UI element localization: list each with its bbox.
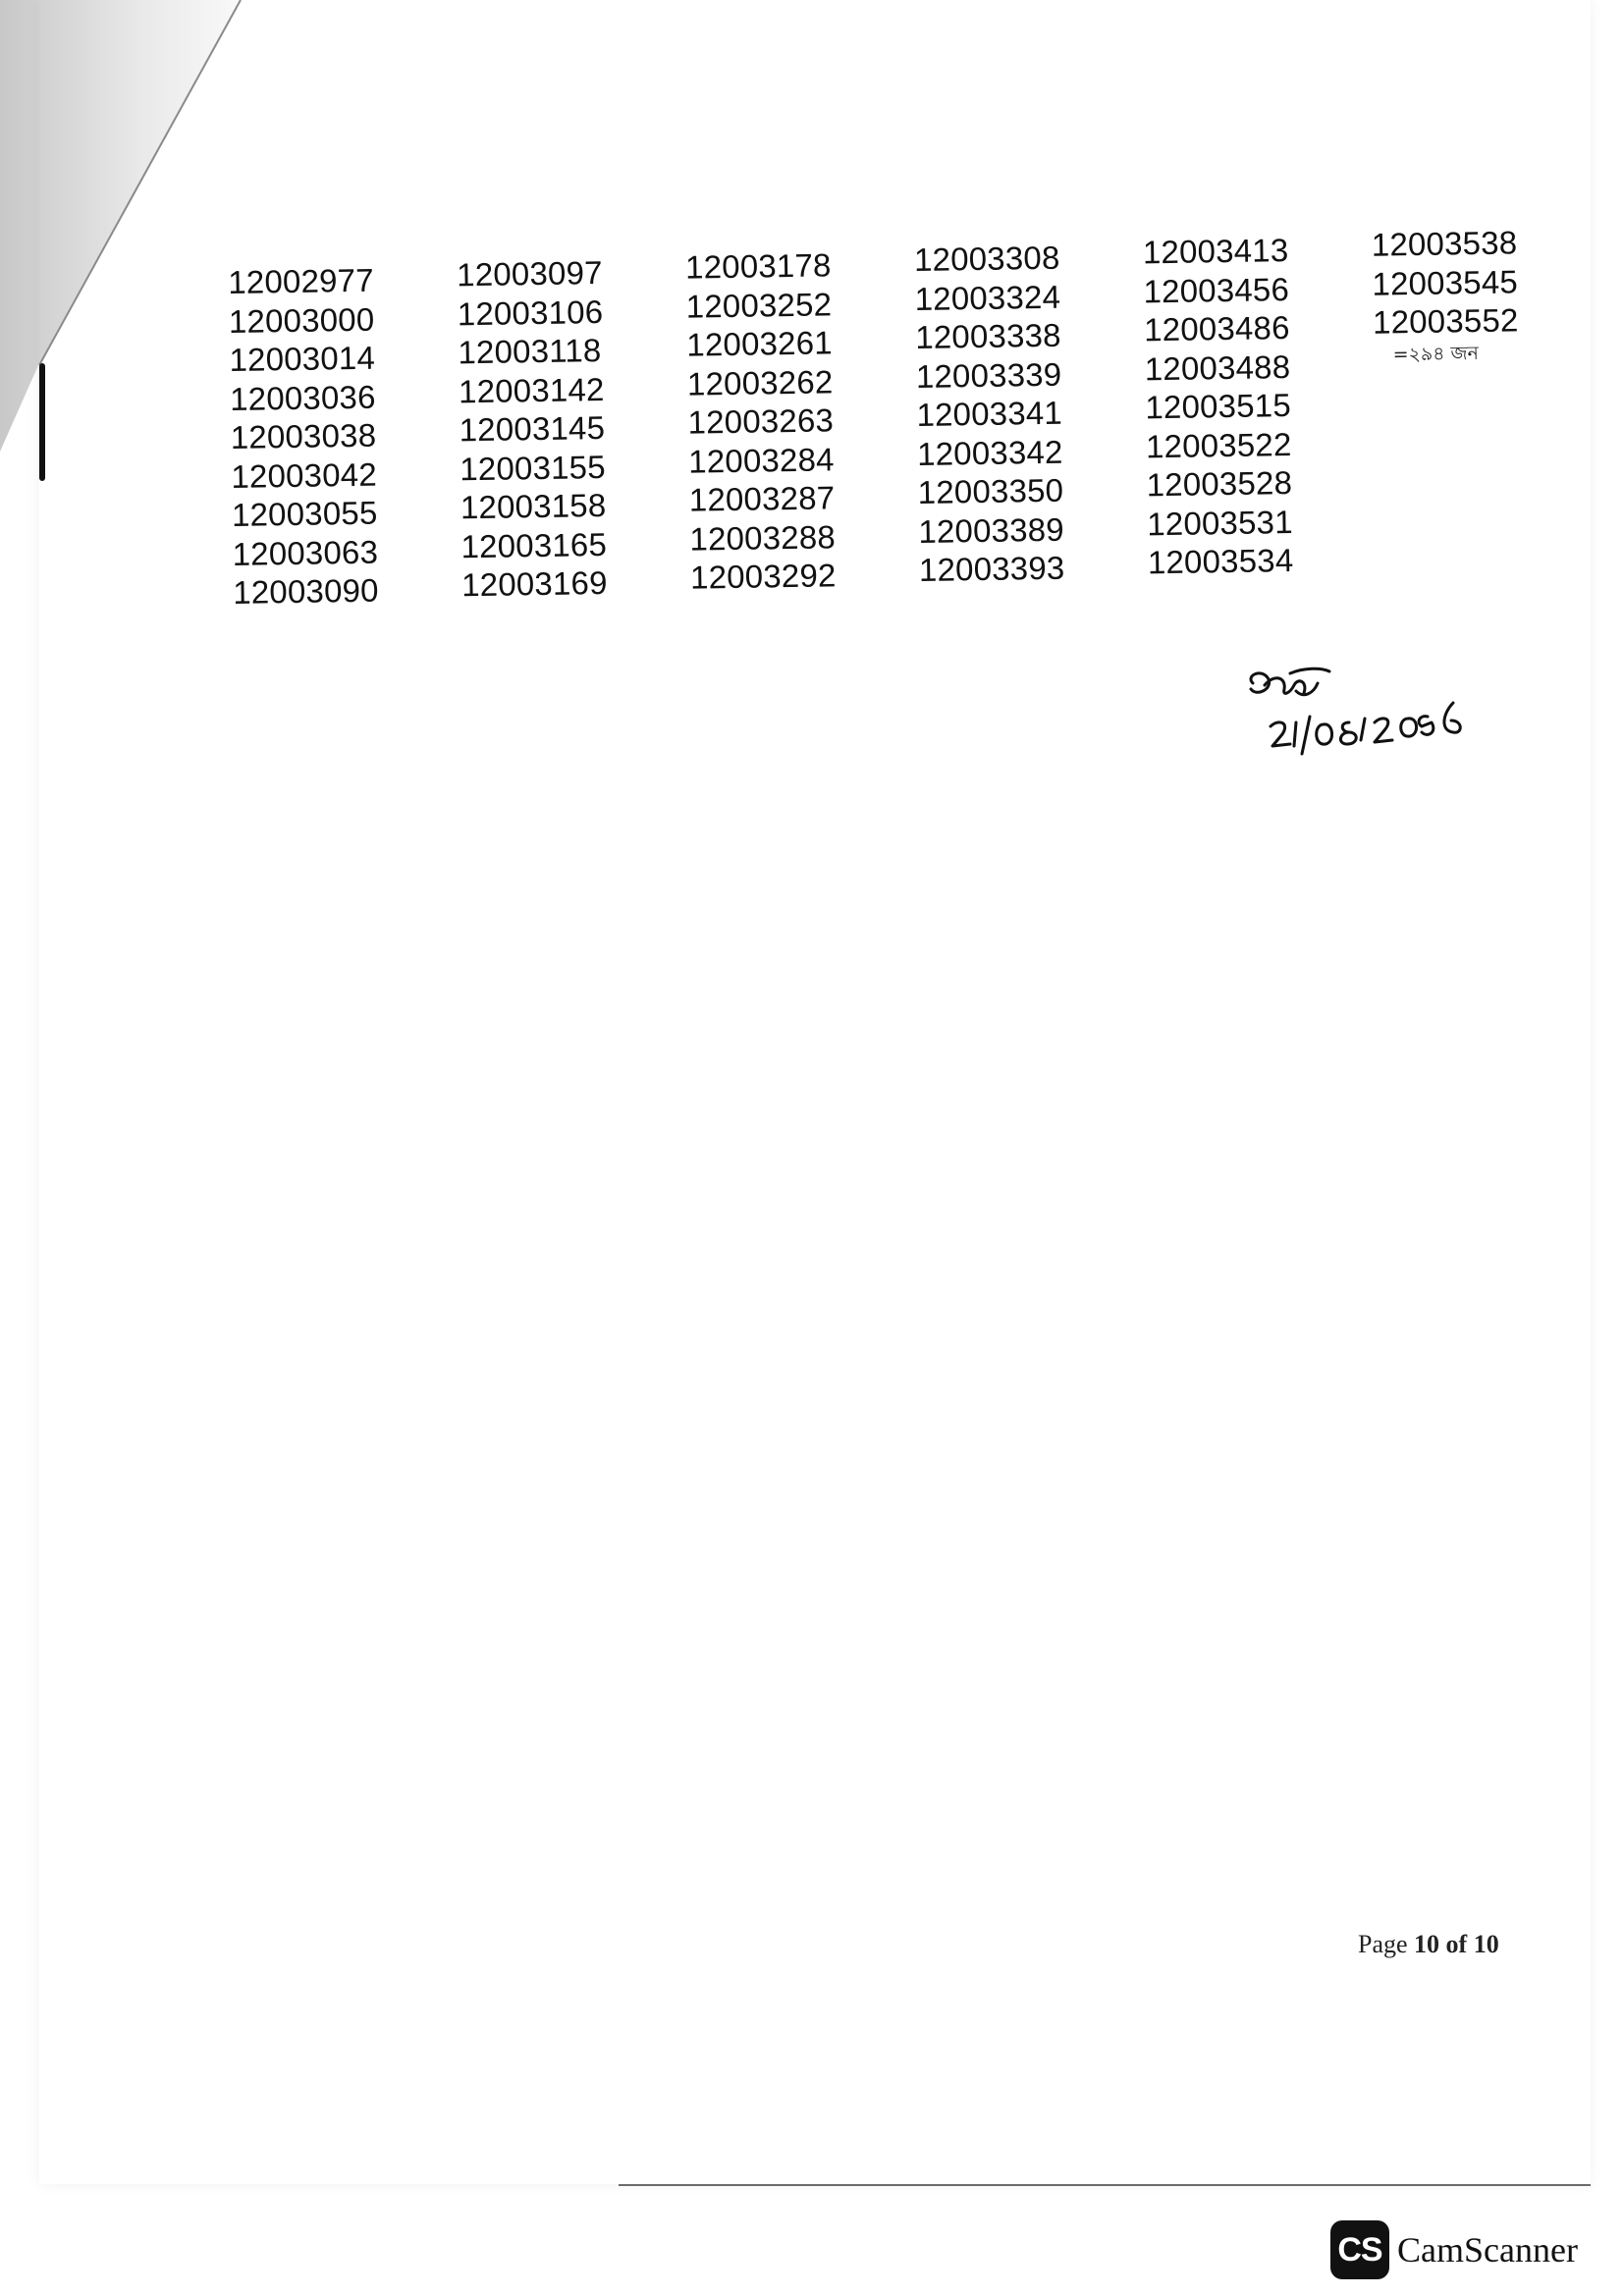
roll-number: 12003339 [915,355,1062,395]
page-number-label: Page 10 of 10 [1358,1930,1499,1959]
roll-number: 12003338 [914,316,1061,356]
roll-number: 12003252 [685,285,833,325]
roll-number: 12003284 [687,440,835,480]
roll-number: 12003308 [913,239,1060,279]
roll-number: 12003522 [1145,425,1292,464]
folded-corner-shadow [0,0,242,452]
roll-number: 12003261 [686,324,834,363]
roll-number: 12002977 [228,261,375,300]
roll-number: 12003413 [1142,232,1289,271]
roll-number: 12003142 [458,370,605,409]
page-label-total: 10 [1473,1930,1499,1958]
roll-number: 12003155 [460,448,607,487]
roll-number: 12003292 [689,557,837,596]
roll-number: 12003545 [1372,262,1519,302]
roll-number: 12003118 [458,332,602,371]
roll-number: 12003324 [914,278,1061,317]
roll-number: 12003000 [228,300,375,340]
handwritten-signature [1249,667,1462,756]
roll-number: 12003538 [1371,224,1518,263]
roll-number: 12003178 [684,246,832,286]
roll-number: 12003158 [460,486,607,526]
roll-number: 12003515 [1145,387,1292,426]
roll-number: 12003287 [688,479,836,518]
document-page [39,0,1591,2184]
roll-number: 12003488 [1144,347,1291,387]
roll-number: 12003342 [916,433,1063,472]
page-edge-shadow [39,363,45,481]
roll-number: 12003042 [231,455,378,495]
roll-number: 12003350 [917,471,1064,510]
roll-number: 12003486 [1143,309,1290,348]
roll-number: 12003456 [1143,270,1290,309]
page-bottom-edge [619,2184,1591,2186]
roll-number: 12003090 [232,571,379,611]
roll-number: 12003341 [916,394,1063,433]
roll-number: 12003036 [229,378,376,417]
roll-number: 12003063 [232,533,379,572]
roll-number: 12003014 [229,339,376,378]
roll-number: 12003531 [1146,503,1293,542]
total-count-note: =২৯৪ জন [1392,342,1480,365]
page-label-prefix: Page [1358,1930,1415,1958]
roll-number: 12003097 [456,254,603,294]
roll-number: 12003169 [460,563,608,604]
roll-number: 12003534 [1147,541,1294,581]
roll-number: 12003528 [1146,464,1293,504]
roll-number: 12003263 [687,401,835,441]
roll-number: 12003552 [1372,301,1519,341]
roll-number: 12003165 [460,525,608,564]
roll-number: 12003106 [457,293,604,332]
roll-number: 12003038 [230,416,377,455]
roll-number: 12003145 [459,408,606,449]
page-label-middle: of [1439,1930,1474,1958]
camscanner-watermark: CS CamScanner [1330,2220,1578,2279]
roll-number: 12003288 [689,517,837,558]
camscanner-wordmark: CamScanner [1397,2230,1578,2269]
roll-number: 12003389 [918,510,1065,550]
roll-number: 12003055 [231,494,378,533]
camscanner-logo-icon: CS [1330,2220,1389,2279]
roll-number: 12003262 [686,362,834,402]
page-label-current: 10 [1414,1930,1440,1958]
roll-number: 12003393 [918,549,1065,588]
